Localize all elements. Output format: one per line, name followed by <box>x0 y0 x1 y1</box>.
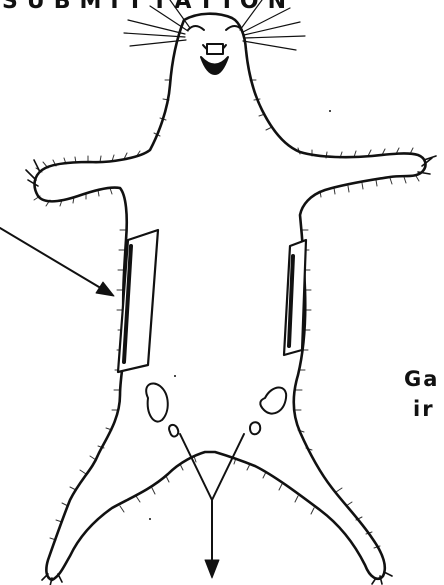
arrow-icon <box>0 228 114 296</box>
side-label-line-1: Ga <box>404 367 439 391</box>
fur-edge <box>34 80 419 548</box>
pelt-outline-icon <box>35 14 426 580</box>
figure-caption: SUBMITTATION <box>2 0 295 14</box>
right-incision-stripe <box>284 240 306 355</box>
arrow-down-icon <box>205 560 219 578</box>
tail-cut-lines <box>180 434 244 566</box>
side-label-line-2: ir <box>413 397 435 421</box>
paw-toes <box>26 156 436 585</box>
head-features <box>188 26 242 74</box>
hip-holes <box>146 383 286 436</box>
